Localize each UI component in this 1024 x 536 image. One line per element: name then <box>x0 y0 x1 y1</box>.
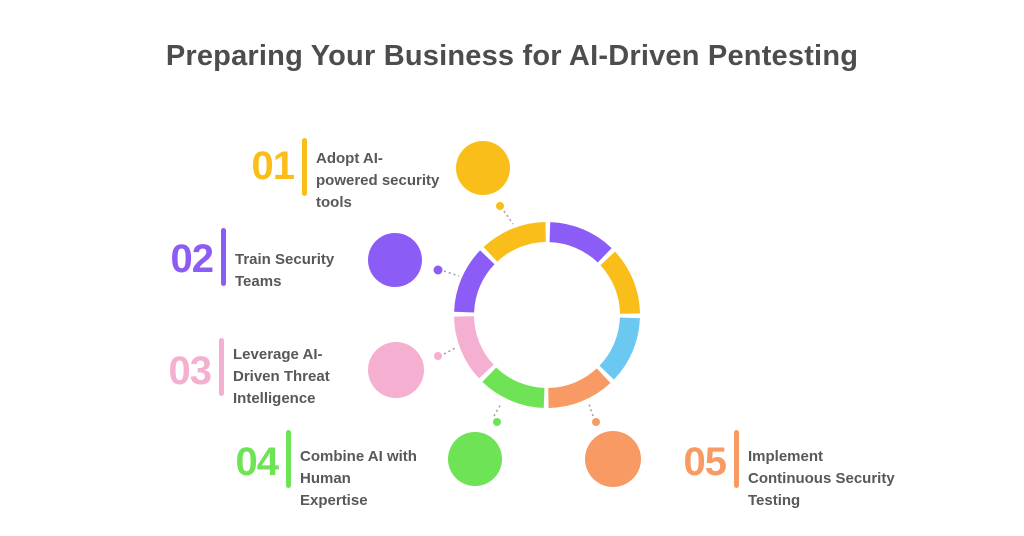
step-label-line: Combine AI with <box>300 448 417 465</box>
step-label-line: Driven Threat <box>233 368 330 385</box>
bubble-purple <box>368 233 422 287</box>
step-item-3: 03 Leverage AI- Driven Threat Intelligen… <box>161 338 381 428</box>
ring-segment-orange-bottom <box>547 368 611 408</box>
step-accent-bar <box>734 430 739 488</box>
step-label-line: Teams <box>235 273 282 290</box>
ring-segment-blue-lower-right <box>599 317 640 380</box>
bubble-green <box>448 432 502 486</box>
step-item-5: 05 Implement Continuous Security Testing <box>676 430 936 525</box>
connector-line-pink <box>443 346 458 355</box>
step-accent-bar <box>221 228 226 286</box>
step-label-line: powered security <box>316 172 440 189</box>
connector-dot-purple <box>433 265 443 275</box>
step-label-line: Testing <box>748 492 801 509</box>
connector-dot-orange <box>592 418 600 426</box>
connector-dot-yellow <box>496 202 504 210</box>
bubble-orange <box>585 431 641 487</box>
ring-segment-yellow-top <box>483 222 547 262</box>
step-number: 03 <box>168 349 213 393</box>
connector-dot-pink <box>434 352 442 360</box>
ring-segment-pink-lower-left <box>454 315 494 379</box>
step-accent-bar <box>219 338 224 396</box>
step-item-1: 01 Adopt AI- powered security tools <box>244 138 474 228</box>
step-number: 04 <box>235 440 280 484</box>
ring-segment-purple-left <box>454 250 495 313</box>
connector-line-green <box>493 403 502 417</box>
step-item-2: 02 Train Security Teams <box>163 228 383 308</box>
connector-line-orange <box>588 403 594 417</box>
bubble-pink <box>368 342 424 398</box>
step-label: Adopt AI- powered security tools <box>316 148 439 214</box>
step-accent-bar <box>286 430 291 488</box>
step-number: 05 <box>683 440 728 484</box>
step-label: Combine AI with Human Expertise <box>300 446 417 512</box>
step-number: 01 <box>251 144 296 188</box>
page-title: Preparing Your Business for AI-Driven Pe… <box>165 40 859 72</box>
ring-segment-purple-top-right <box>549 222 612 263</box>
step-label-line: Expertise <box>300 492 368 509</box>
step-label-line: Train Security <box>235 251 335 268</box>
connector-line-yellow <box>503 210 514 225</box>
step-label-line: Implement <box>748 448 824 465</box>
step-label-line: tools <box>316 194 352 211</box>
step-accent-bar <box>302 138 307 196</box>
step-label: Leverage AI- Driven Threat Intelligence <box>233 344 330 410</box>
step-label-line: Leverage AI- <box>233 346 323 363</box>
step-number: 02 <box>170 237 215 281</box>
step-label: Implement Continuous Security Testing <box>748 446 895 512</box>
ring-segment-green-bottom <box>482 367 545 408</box>
bubble-yellow <box>456 141 510 195</box>
step-label-line: Intelligence <box>233 390 316 407</box>
ring-segment-yellow-right <box>600 251 640 315</box>
connector-dot-green <box>493 418 501 426</box>
connector-line-purple <box>443 270 460 277</box>
step-item-4: 04 Combine AI with Human Expertise <box>228 430 458 525</box>
step-label: Train Security Teams <box>235 249 334 293</box>
step-label-line: Adopt AI- <box>316 150 383 167</box>
step-label-line: Continuous Security <box>748 470 895 487</box>
step-label-line: Human <box>300 470 351 487</box>
